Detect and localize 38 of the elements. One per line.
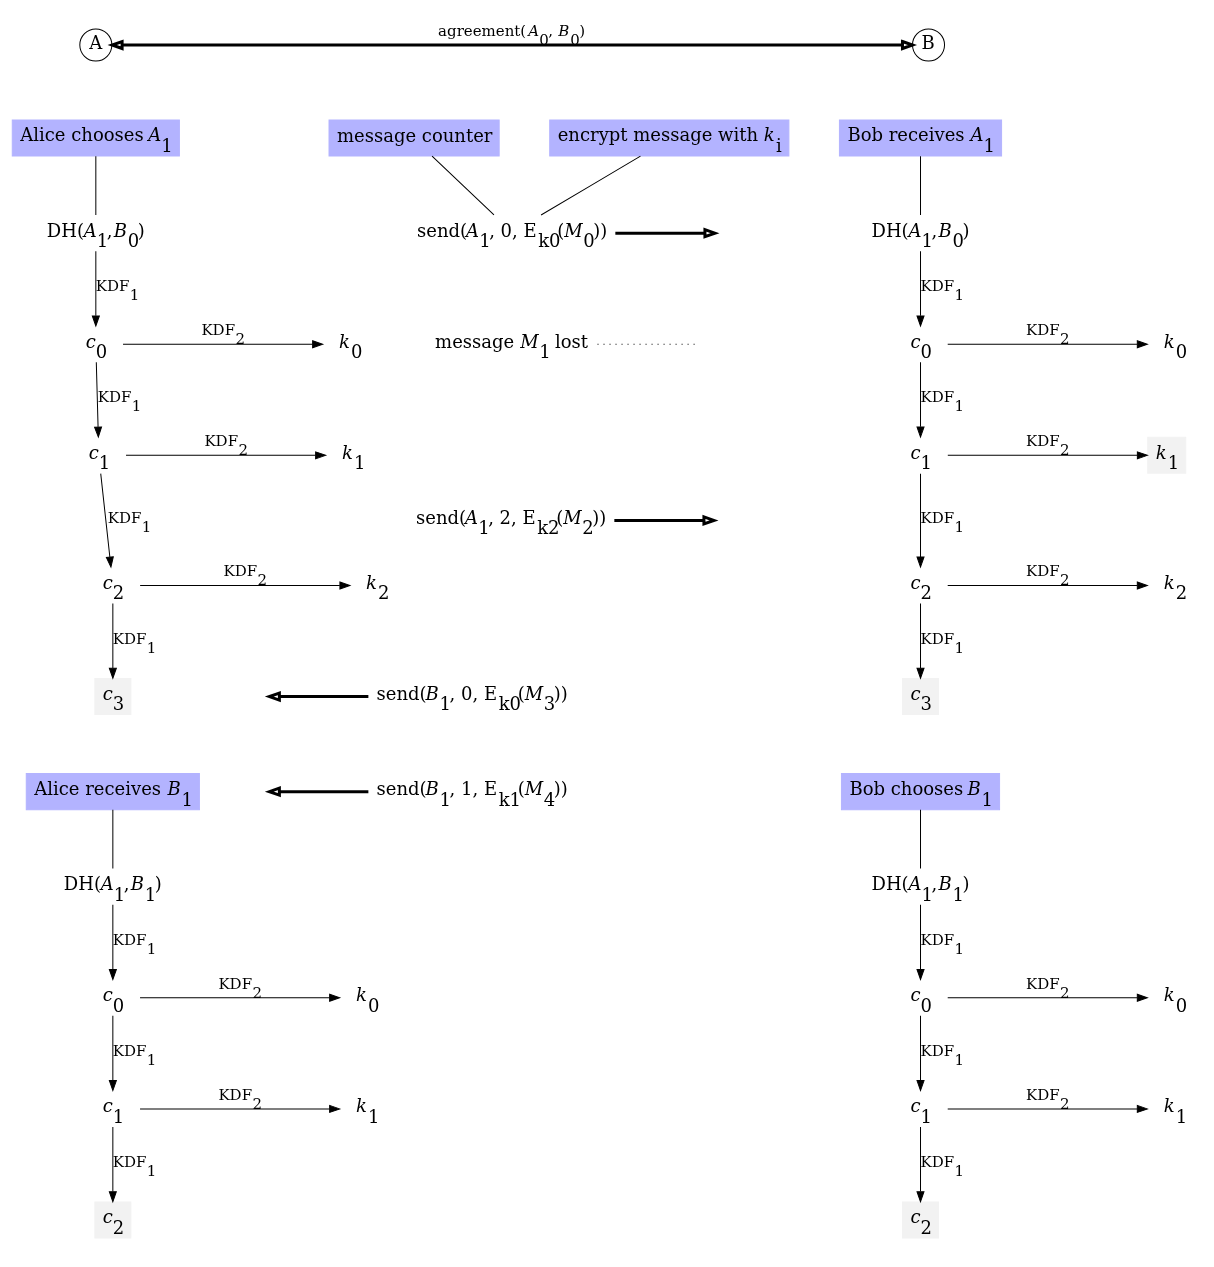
node-circle: B <box>912 28 946 62</box>
arrow <box>947 581 1148 590</box>
arrow <box>91 250 100 327</box>
arrow <box>615 227 720 239</box>
arrow <box>139 581 351 590</box>
connector <box>431 155 495 216</box>
arrow <box>122 340 324 349</box>
arrow <box>916 904 925 980</box>
arrow <box>264 786 369 798</box>
arrow <box>916 1126 925 1203</box>
arrow <box>947 1104 1148 1113</box>
arrow <box>947 451 1148 460</box>
node-box: message counter <box>328 119 500 157</box>
connector <box>95 155 97 216</box>
arrow <box>108 603 117 679</box>
arrow <box>100 473 114 568</box>
arrow <box>108 904 117 980</box>
connector <box>920 155 921 216</box>
arrow <box>947 340 1148 349</box>
arrow <box>916 250 925 327</box>
arrow <box>107 39 918 51</box>
arrow <box>108 1015 117 1092</box>
arrow <box>614 514 719 527</box>
arrow <box>916 1015 925 1092</box>
arrow <box>916 603 925 679</box>
arrow <box>947 993 1148 1002</box>
connector <box>920 809 921 869</box>
arrow <box>125 451 327 460</box>
arrow <box>264 690 369 703</box>
arrow <box>139 993 341 1002</box>
connector <box>540 155 641 216</box>
arrow <box>916 473 925 568</box>
arrow <box>139 1104 341 1113</box>
connector <box>112 809 114 869</box>
arrow <box>916 361 925 438</box>
arrow <box>94 361 103 438</box>
arrow <box>108 1126 117 1203</box>
node-circle: A <box>79 28 113 62</box>
